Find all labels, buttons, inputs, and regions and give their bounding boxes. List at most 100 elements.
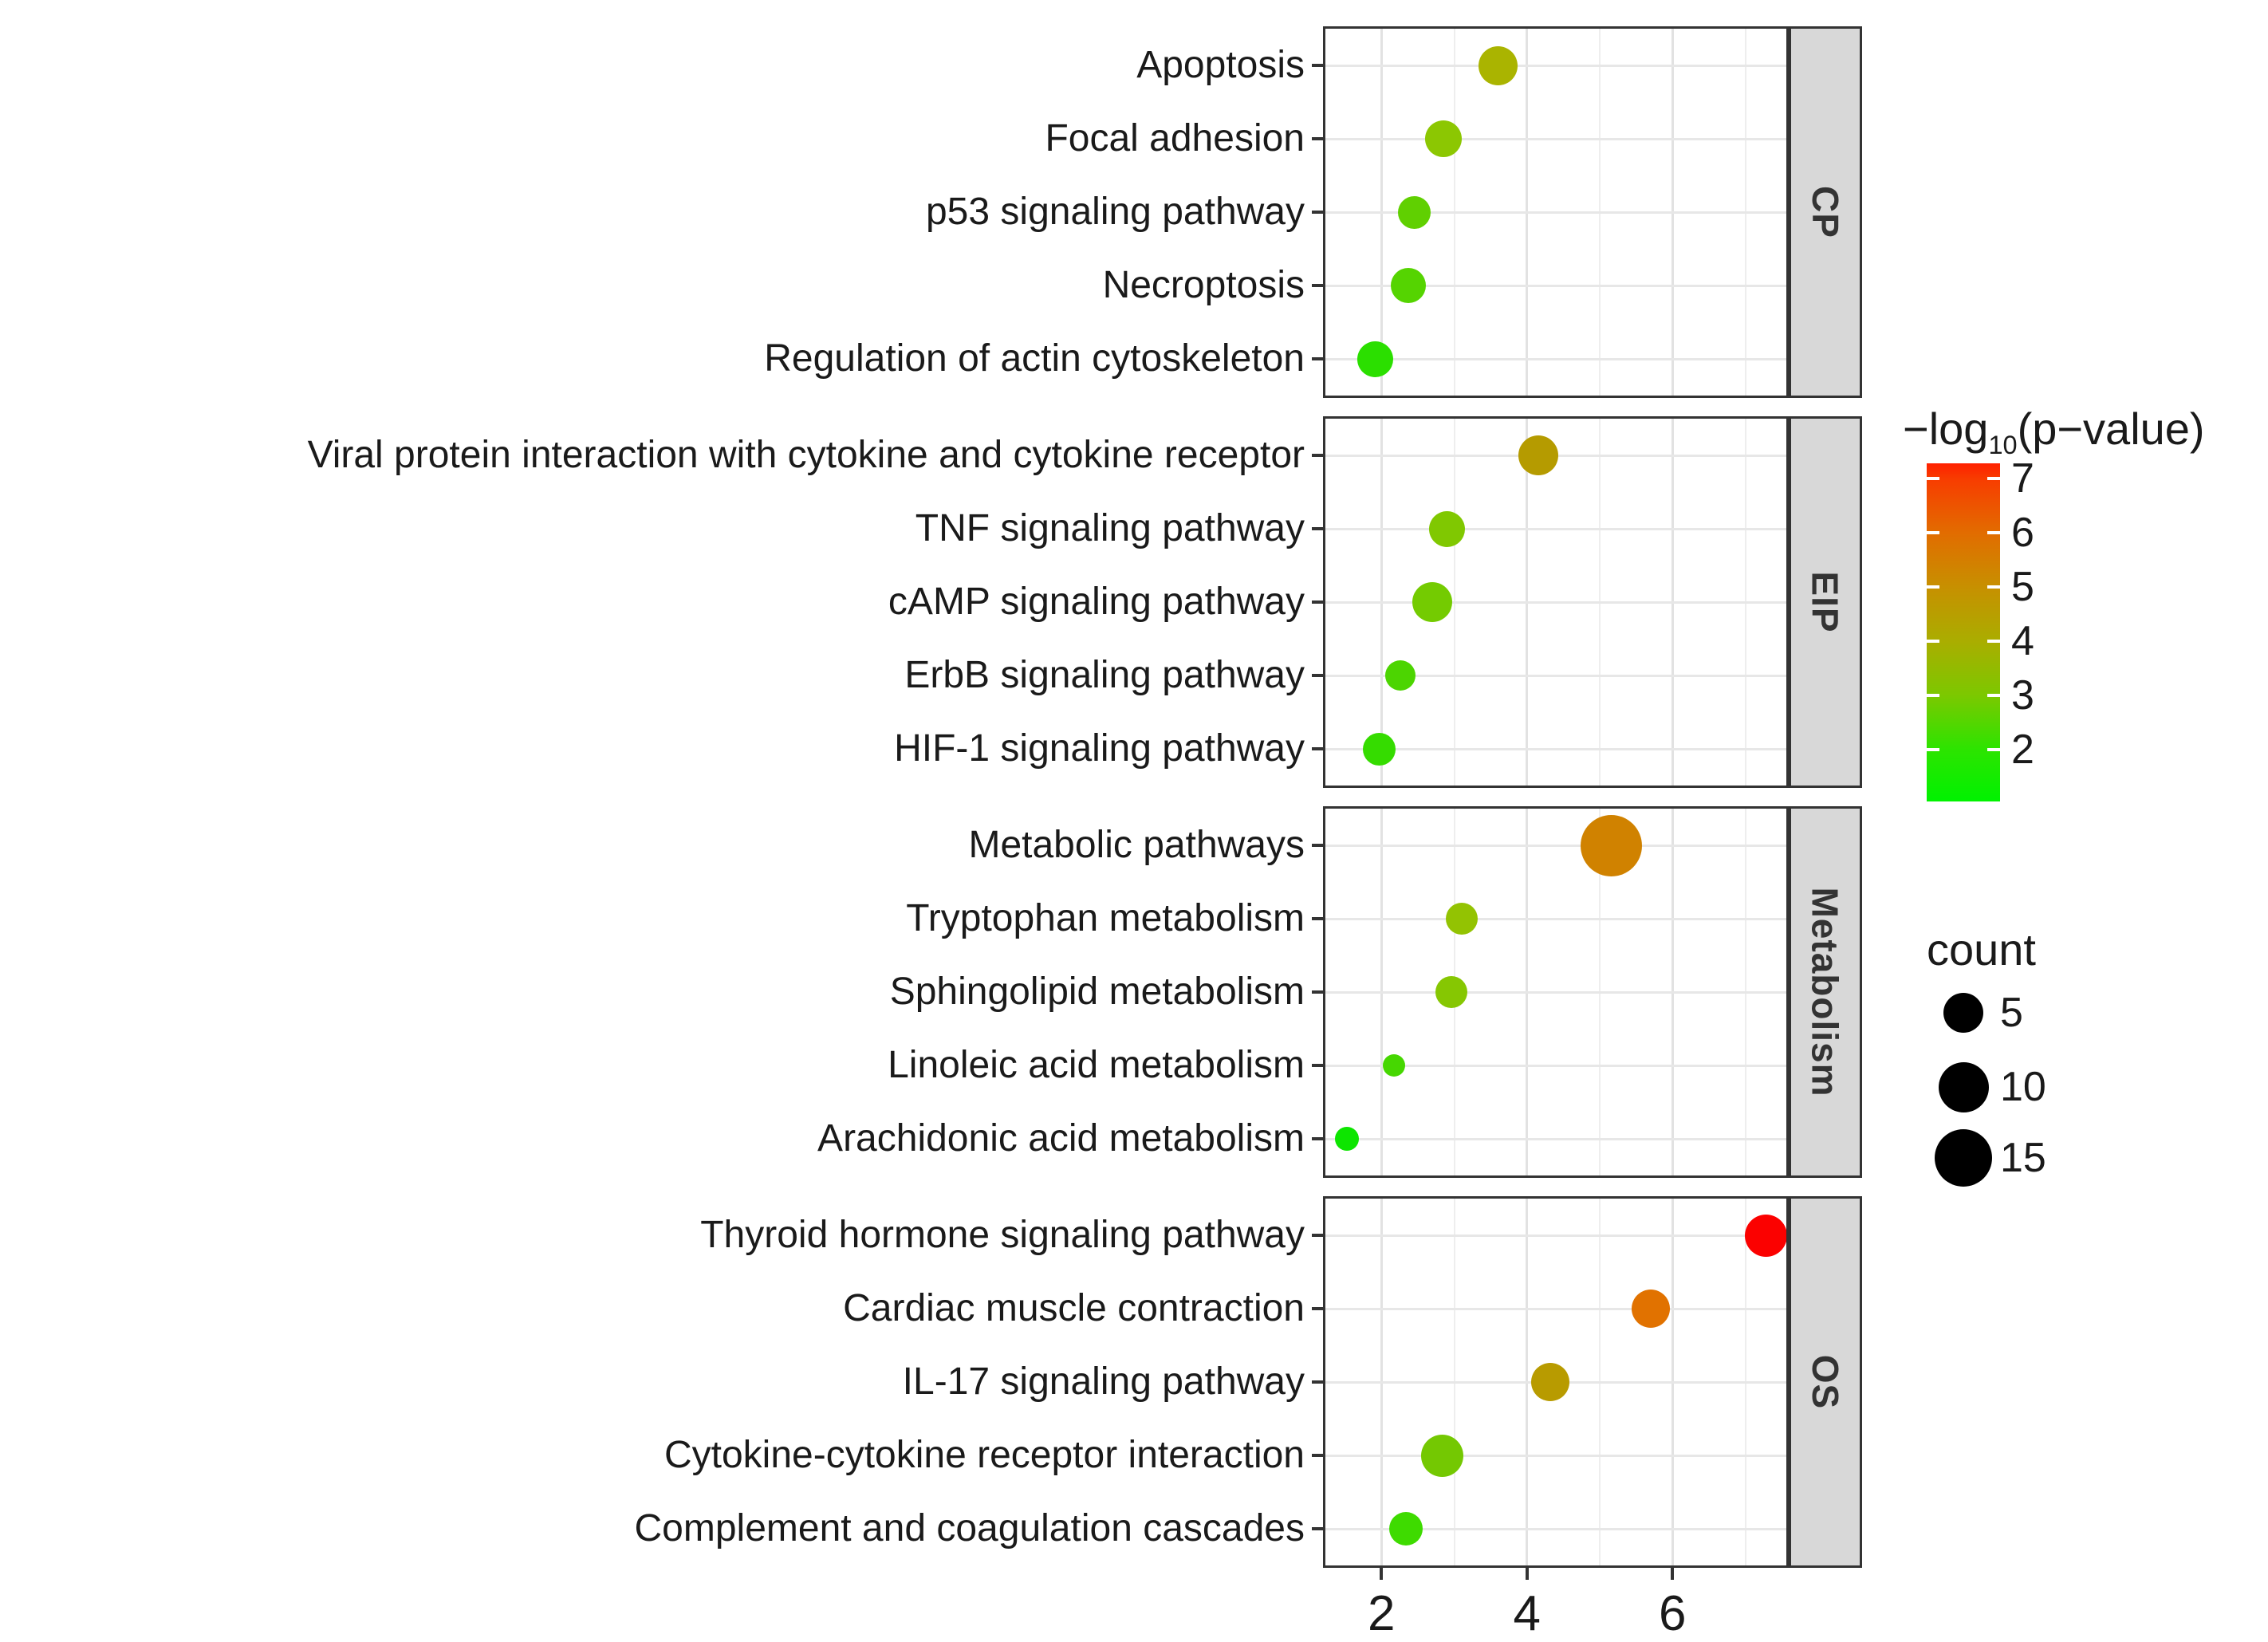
y-axis-label: p53 signaling pathway (925, 191, 1305, 233)
y-axis-tick (1312, 1137, 1325, 1140)
y-axis-label: cAMP signaling pathway (888, 581, 1305, 623)
y-axis-tick (1312, 1064, 1325, 1067)
gridline-row (1325, 211, 1786, 214)
data-point (1421, 1434, 1464, 1477)
data-point (1530, 1363, 1569, 1401)
colorbar-tick-left (1927, 694, 1939, 697)
y-axis-label: Cardiac muscle contraction (843, 1287, 1305, 1329)
facet-strip-label: Metabolism (1805, 887, 1847, 1097)
y-axis-tick (1312, 917, 1325, 920)
y-axis-label: Metabolic pathways (968, 824, 1305, 866)
facet-strip-label: OS (1805, 1354, 1846, 1410)
y-axis-label: TNF signaling pathway (915, 507, 1305, 549)
y-axis-tick (1312, 527, 1325, 530)
colorbar-tick-right (1987, 531, 2000, 534)
facet-strip-metabolism: Metabolism (1789, 806, 1862, 1178)
data-point (1744, 1214, 1786, 1257)
x-axis-tick-label: 2 (1368, 1586, 1396, 1641)
y-axis-label: Regulation of actin cytoskeleton (764, 337, 1305, 380)
data-point (1384, 660, 1416, 691)
colorbar-tick-left (1927, 640, 1939, 643)
color-legend-title-subscript: 10 (1988, 431, 2018, 460)
size-legend-label: 5 (2000, 990, 2023, 1036)
y-axis-label: Viral protein interaction with cytokine … (307, 434, 1305, 476)
y-axis-tick (1312, 1234, 1325, 1237)
gridline-row (1325, 1527, 1786, 1530)
x-axis-tick-label: 4 (1513, 1586, 1541, 1641)
facet-panel-metabolism (1323, 806, 1789, 1178)
gridline-row (1325, 284, 1786, 287)
facet-strip-eip: EIP (1789, 416, 1862, 788)
y-axis-label: Necroptosis (1102, 264, 1305, 306)
color-legend-title-suffix: (p−value) (2017, 404, 2205, 454)
data-point (1435, 976, 1467, 1008)
data-point (1412, 582, 1453, 622)
x-axis-tick (1380, 1565, 1384, 1580)
colorbar-tick-label: 2 (2011, 726, 2034, 773)
panel-plot-area (1325, 809, 1786, 1175)
facet-panel-eip (1323, 416, 1789, 788)
y-axis-label: Apoptosis (1136, 44, 1305, 86)
data-point (1382, 1054, 1405, 1077)
y-axis-tick (1312, 990, 1325, 994)
y-axis-tick (1312, 600, 1325, 604)
data-point (1335, 1127, 1360, 1151)
gridline-row (1325, 357, 1786, 360)
colorbar-tick-label: 5 (2011, 564, 2034, 610)
colorbar-tick-left (1927, 477, 1939, 480)
size-legend-label: 15 (2000, 1135, 2046, 1181)
y-axis-label: HIF-1 signaling pathway (894, 727, 1305, 770)
panel-plot-area (1325, 419, 1786, 786)
gridline-row (1325, 1064, 1786, 1067)
colorbar-tick-label: 4 (2011, 618, 2034, 664)
data-point (1357, 341, 1394, 377)
data-point (1445, 903, 1478, 935)
y-axis-tick (1312, 844, 1325, 847)
colorbar-tick-left (1927, 585, 1939, 589)
gridline-row (1325, 844, 1786, 847)
facet-panel-cp (1323, 26, 1789, 398)
y-axis-tick (1312, 1454, 1325, 1457)
y-axis-tick (1312, 64, 1325, 67)
y-axis-label: ErbB signaling pathway (904, 654, 1305, 696)
data-point (1391, 268, 1427, 303)
x-axis-tick-label: 6 (1659, 1586, 1687, 1641)
y-axis-tick (1312, 137, 1325, 140)
colorbar-tick-label: 6 (2011, 510, 2034, 556)
panel-plot-area (1325, 29, 1786, 396)
gridline-row (1325, 917, 1786, 920)
colorbar-tick-right (1987, 585, 2000, 589)
y-axis-label: Complement and coagulation cascades (634, 1507, 1305, 1549)
facet-strip-os: OS (1789, 1196, 1862, 1568)
y-axis-tick (1312, 1380, 1325, 1384)
y-axis-tick (1312, 357, 1325, 360)
data-point (1518, 435, 1559, 475)
facet-strip-cp: CP (1789, 26, 1862, 398)
data-point (1478, 45, 1518, 85)
size-legend-dot (1935, 1129, 1992, 1187)
colorbar-tick-right (1987, 640, 2000, 643)
y-axis-tick (1312, 284, 1325, 287)
gridline-row (1325, 64, 1786, 67)
gridline-row (1325, 1137, 1786, 1140)
gridline-row (1325, 600, 1786, 604)
y-axis-label: Tryptophan metabolism (906, 897, 1305, 939)
x-axis-tick (1525, 1565, 1529, 1580)
facet-strip-label: CP (1805, 186, 1846, 238)
data-point (1631, 1290, 1670, 1328)
y-axis-tick (1312, 454, 1325, 457)
facet-panel-os (1323, 1196, 1789, 1568)
y-axis-tick (1312, 1527, 1325, 1530)
y-axis-tick (1312, 211, 1325, 214)
gridline-row (1325, 674, 1786, 677)
data-point (1428, 510, 1465, 547)
y-axis-label: Focal adhesion (1045, 117, 1305, 159)
gridline-row (1325, 1454, 1786, 1457)
colorbar-tick-right (1987, 694, 2000, 697)
y-axis-tick (1312, 1307, 1325, 1310)
data-point (1424, 120, 1462, 157)
y-axis-label: Arachidonic acid metabolism (817, 1117, 1305, 1160)
colorbar-tick-right (1987, 477, 2000, 480)
colorbar-tick-left (1927, 748, 1939, 751)
